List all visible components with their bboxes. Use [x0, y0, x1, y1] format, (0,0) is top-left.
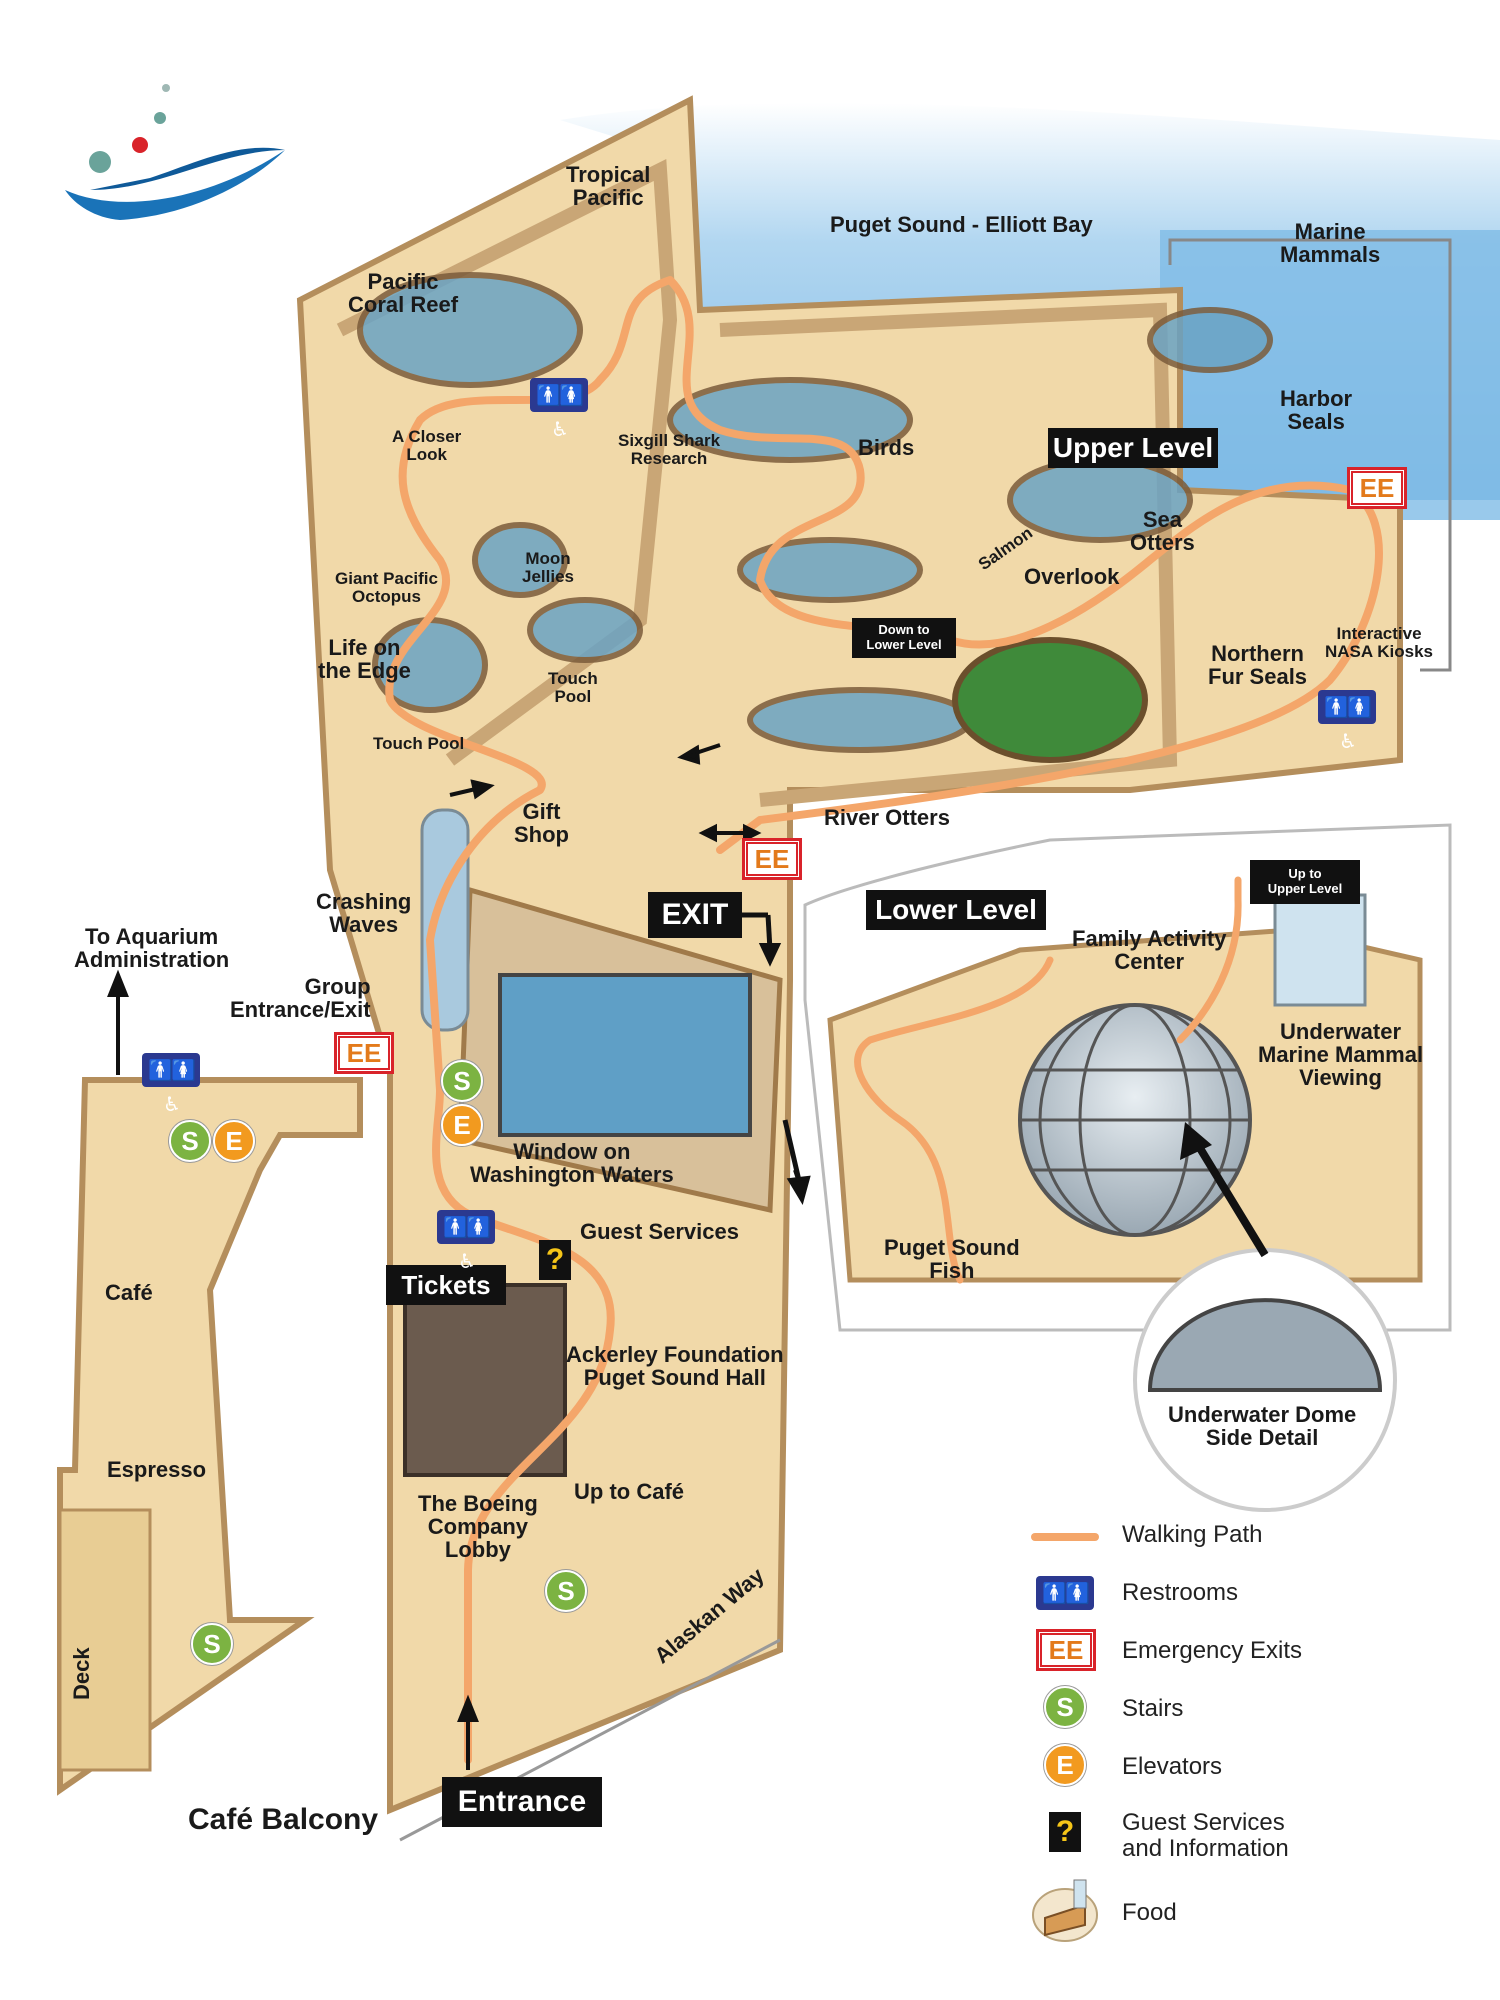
restroom-icon: 🚹🚺♿: [530, 378, 588, 441]
restroom-icon: 🚹🚺♿: [437, 1210, 495, 1273]
label-guest-services: Guest Services: [580, 1219, 739, 1244]
legend-emergency-exit-icon: EE: [1036, 1629, 1096, 1671]
label-up-to-cafe: Up to Café: [574, 1479, 684, 1504]
crashing-waves-column: [420, 808, 470, 1032]
dome-detail-icon: [1147, 1298, 1383, 1392]
green-habitat: [952, 637, 1148, 763]
label-boeing-lobby: The Boeing Company Lobby: [418, 1491, 538, 1563]
label-sixgill-shark: Sixgill Shark Research: [618, 431, 721, 468]
inner-wall-left: [336, 159, 678, 766]
label-crashing-waves: Crashing Waves: [316, 889, 412, 938]
marine-mammals-bracket: [1168, 238, 1452, 672]
label-cafe: Café: [105, 1280, 153, 1305]
label-espresso: Espresso: [107, 1457, 207, 1482]
upper-level-tag: Upper Level: [1048, 428, 1218, 468]
mammal-viewing-tank: [1273, 893, 1367, 1007]
label-birds: Birds: [858, 435, 915, 460]
lower-walking-path: [854, 956, 1054, 1284]
stairs-icon: S: [169, 1120, 211, 1162]
label-northern-fur-seals: Northern Fur Seals: [1208, 641, 1308, 690]
up-to-upper-level-tag: Up to Upper Level: [1250, 860, 1360, 904]
legend-walking-path-label: Walking Path: [1122, 1521, 1263, 1548]
legend-restroom-icon: 🚹🚺♿: [1036, 1576, 1094, 1639]
legend-food-label: Food: [1122, 1899, 1177, 1926]
entrance-tag: Entrance: [442, 1777, 602, 1827]
label-gift-shop: Gift Shop: [514, 799, 569, 848]
label-overlook: Overlook: [1024, 564, 1120, 589]
emergency-exit-icon: EE: [1347, 467, 1407, 509]
label-marine-mammals: Marine Mammals: [1280, 219, 1381, 268]
logo-icon: [65, 84, 285, 220]
deck-area: [58, 1508, 152, 1772]
stairs-icon: S: [545, 1570, 587, 1612]
label-deck: Deck: [69, 1647, 94, 1700]
emergency-exit-icon: EE: [334, 1032, 394, 1074]
label-cafe-balcony: Café Balcony: [188, 1803, 379, 1836]
tickets-tag: Tickets: [386, 1265, 506, 1305]
label-underwater-marine-mammal: Underwater Marine Mammal Viewing: [1258, 1019, 1424, 1091]
window-on-washington-aquarium: [498, 973, 752, 1137]
water-label: Puget Sound - Elliott Bay: [830, 212, 1093, 237]
label-group-entrance: Group Entrance/Exit: [230, 974, 371, 1023]
label-moon-jellies: Moon Jellies: [522, 549, 574, 586]
exit-tag: EXIT: [648, 892, 742, 938]
label-touch-pool: Touch Pool: [373, 734, 465, 753]
lower-level-tag: Lower Level: [866, 890, 1046, 930]
label-nasa-kiosks: Interactive NASA Kiosks: [1325, 624, 1434, 661]
elevator-icon: E: [441, 1104, 483, 1146]
label-sea-otters: Sea Otters: [1130, 507, 1195, 556]
stairs-icon: S: [191, 1623, 233, 1665]
label-to-admin: To Aquarium Administration: [74, 924, 230, 973]
inner-wall-right: [719, 302, 1178, 807]
label-pacific-coral-reef: Pacific Coral Reef: [348, 269, 459, 318]
elevator-icon: E: [213, 1120, 255, 1162]
dome-grid: [1020, 1003, 1250, 1237]
legend-stairs-label: Stairs: [1122, 1695, 1184, 1722]
guest-services-icon: ?: [539, 1240, 571, 1280]
label-puget-sound-fish: Puget Sound Fish: [884, 1235, 1020, 1284]
bay-water-right: [1160, 230, 1500, 520]
label-a-closer-look: A Closer Look: [392, 427, 462, 464]
legend-food-icon: [1032, 1879, 1098, 1942]
label-window-on-washington: Window on Washington Waters: [470, 1139, 674, 1188]
down-to-lower-level-tag: Down to Lower Level: [852, 618, 956, 658]
cafe-walking-path: [1176, 876, 1242, 1044]
legend-stairs-icon: S: [1044, 1686, 1086, 1728]
label-ackerley-hall: Ackerley Foundation Puget Sound Hall: [566, 1342, 784, 1391]
legend-elevators-label: Elevators: [1122, 1753, 1223, 1780]
legend-restrooms-label: Restrooms: [1122, 1579, 1239, 1606]
label-family-activity-center: Family Activity Center: [1072, 926, 1227, 975]
stairs-icon: S: [441, 1060, 483, 1102]
label-touch-pool-inner: Touch Pool: [548, 669, 598, 706]
legend-guest-services-label: Guest Services and Information: [1122, 1809, 1289, 1863]
label-tropical-pacific: Tropical Pacific: [566, 162, 651, 211]
legend-guest-services-icon: ?: [1049, 1812, 1081, 1852]
label-underwater-dome-detail: Underwater Dome Side Detail: [1168, 1402, 1357, 1451]
dome-pointer-arrow: [1191, 1137, 1269, 1258]
legend-emergency-exits-label: Emergency Exits: [1122, 1637, 1303, 1664]
direction-arrows: [107, 743, 811, 1770]
ticket-booth: [403, 1283, 567, 1477]
label-harbor-seals: Harbor Seals: [1280, 386, 1353, 435]
emergency-exit-icon: EE: [742, 838, 802, 880]
walking-path: [385, 276, 1383, 1764]
label-giant-pacific-octopus: Giant Pacific Octopus: [335, 569, 438, 606]
restroom-icon: 🚹🚺♿: [1318, 690, 1376, 753]
label-life-on-the-edge: Life on the Edge: [318, 635, 411, 684]
exhibit-tanks: [357, 272, 1273, 753]
restroom-icon: 🚹🚺♿: [142, 1053, 200, 1116]
label-river-otters: River Otters: [824, 805, 950, 830]
legend-elevator-icon: E: [1044, 1744, 1086, 1786]
